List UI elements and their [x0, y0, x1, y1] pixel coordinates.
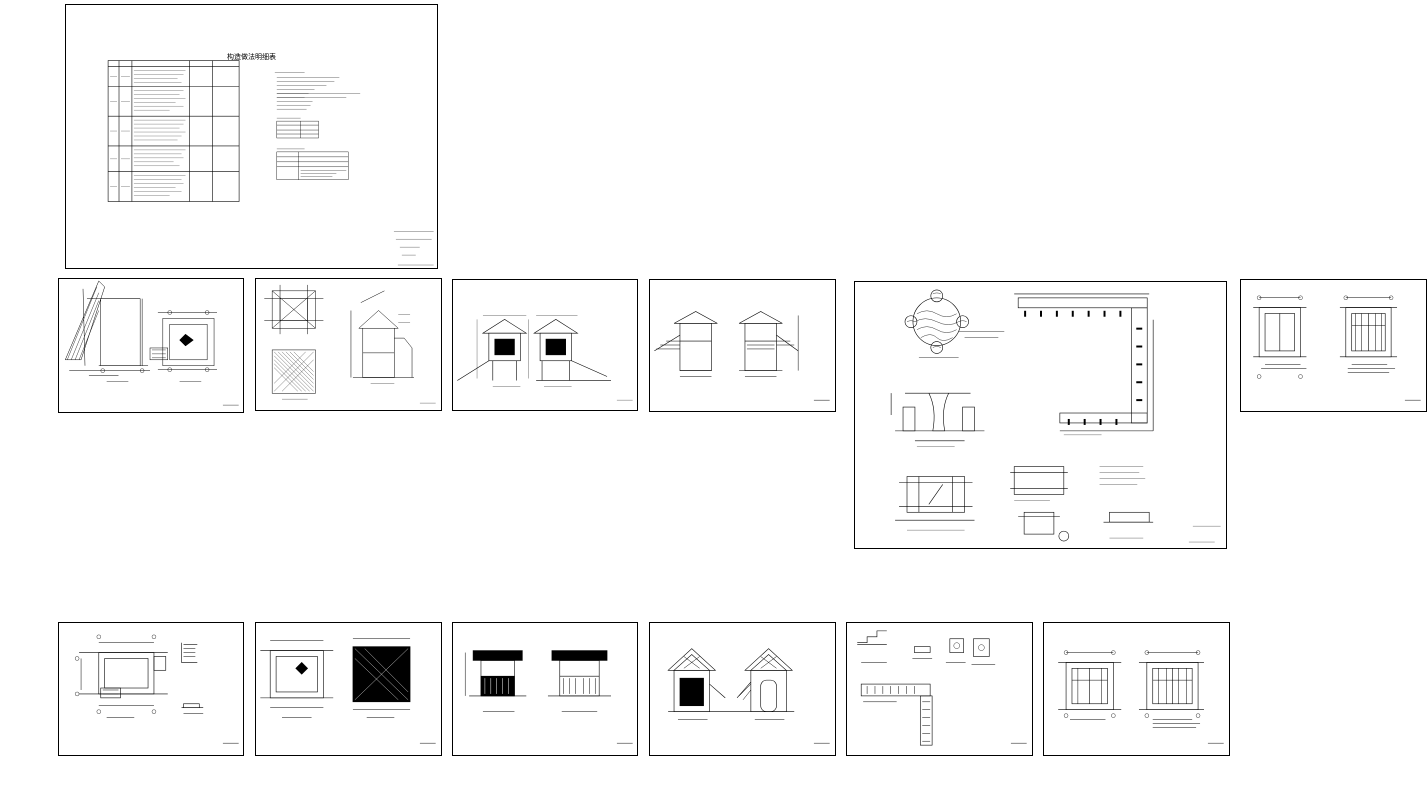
drawing-sheet-11 — [846, 622, 1033, 756]
cover-sheet: 构造做法明细表 — [65, 4, 438, 269]
drawing-sheet-7 — [58, 622, 244, 756]
elevations-front-side — [464, 650, 633, 744]
roof-plan-and-section — [264, 284, 436, 404]
front-and-side-elevations — [457, 315, 633, 401]
door-window-elevations — [1058, 650, 1224, 744]
plan-and-roof-plan — [260, 638, 436, 744]
drawing-sheet-5 — [854, 281, 1227, 549]
floor-plan-and-detail — [74, 634, 239, 744]
drawing-sheet-12 — [1043, 622, 1230, 756]
stair-elevation-and-plan — [64, 280, 239, 406]
drawing-sheet-2 — [255, 278, 442, 411]
construction-details — [857, 630, 1027, 746]
drawing-sheet-3 — [452, 279, 638, 411]
table-and-bench-details — [890, 289, 1221, 543]
drawing-sheet-4 — [649, 279, 836, 412]
drawing-sheet-1 — [58, 278, 244, 413]
cover-table-title: 构造做法明细表 — [227, 53, 276, 61]
gabled-elevations — [667, 648, 830, 744]
window-details — [1253, 295, 1421, 401]
drawing-sheet-10 — [649, 622, 836, 756]
drawing-sheet-6 — [1240, 279, 1427, 412]
drawing-sheet-9 — [452, 622, 638, 756]
elevations-with-stairs — [654, 311, 830, 401]
cover-drawing — [107, 60, 434, 266]
drawing-sheet-8 — [255, 622, 442, 756]
